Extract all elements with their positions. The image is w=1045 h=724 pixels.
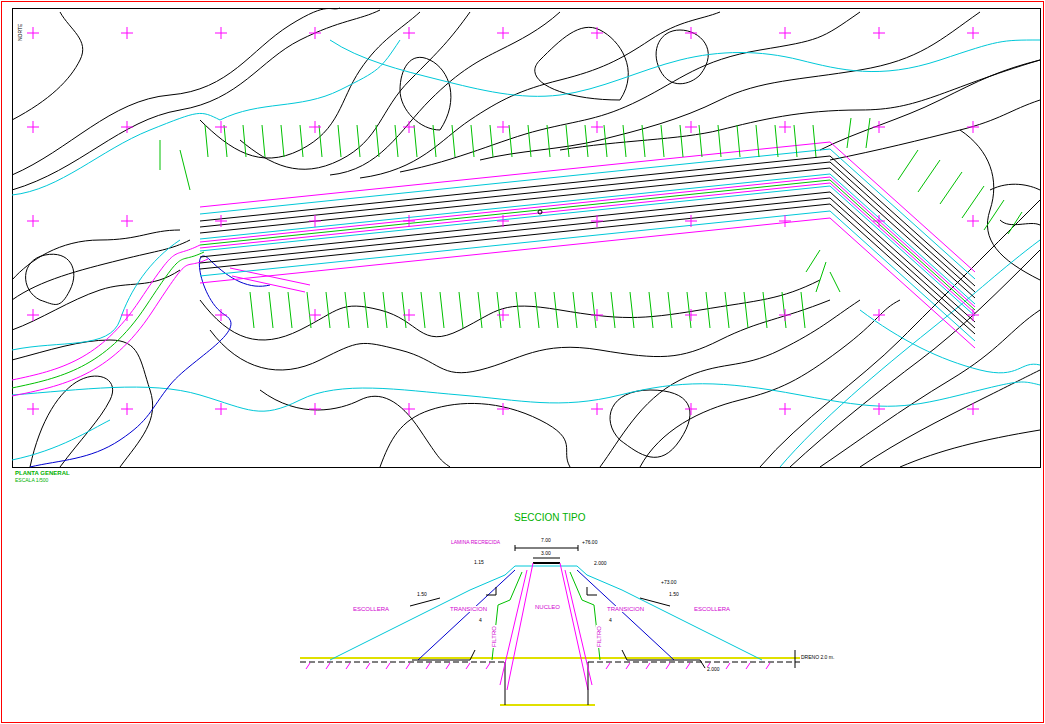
section-title: SECCION TIPO	[513, 513, 587, 523]
drawing-title: PLANTA GENERAL	[14, 470, 71, 476]
dimension-label: 7.00	[540, 538, 552, 543]
slope-label: 1.50	[668, 592, 680, 597]
zone-label: FILTRO	[491, 625, 497, 648]
dimension-label: 3.00	[540, 551, 552, 556]
zone-label: ESCOLLERA	[352, 606, 390, 612]
section-drawing	[300, 545, 820, 705]
zone-label: TRANSICION	[449, 606, 488, 612]
dimension-label: DRENO 2.0 m.	[800, 655, 835, 660]
contour-lines	[12, 8, 1040, 467]
north-label: NORTE	[18, 23, 23, 42]
elevation-label: +73.00	[660, 580, 677, 585]
scale-note: ESCALA 1/500	[14, 478, 49, 483]
slope-label: 4	[478, 618, 483, 623]
elevation-label: +76.00	[581, 540, 598, 545]
zone-label: TRANSICION	[606, 606, 645, 612]
dimension-label: 2.000	[593, 561, 608, 566]
zone-label: FILTRO	[596, 625, 602, 648]
dimension-label: 2.000	[706, 667, 721, 672]
slope-label: 1.50	[416, 592, 428, 597]
zone-label: ESCOLLERA	[693, 606, 731, 612]
dimension-label: 1.15	[473, 560, 485, 565]
note-label: LAMINA RECRECIDA	[450, 540, 501, 545]
grid-crosses	[12, 8, 1040, 467]
zone-label: NUCLEO	[534, 604, 561, 610]
slope-label: 4	[608, 618, 613, 623]
